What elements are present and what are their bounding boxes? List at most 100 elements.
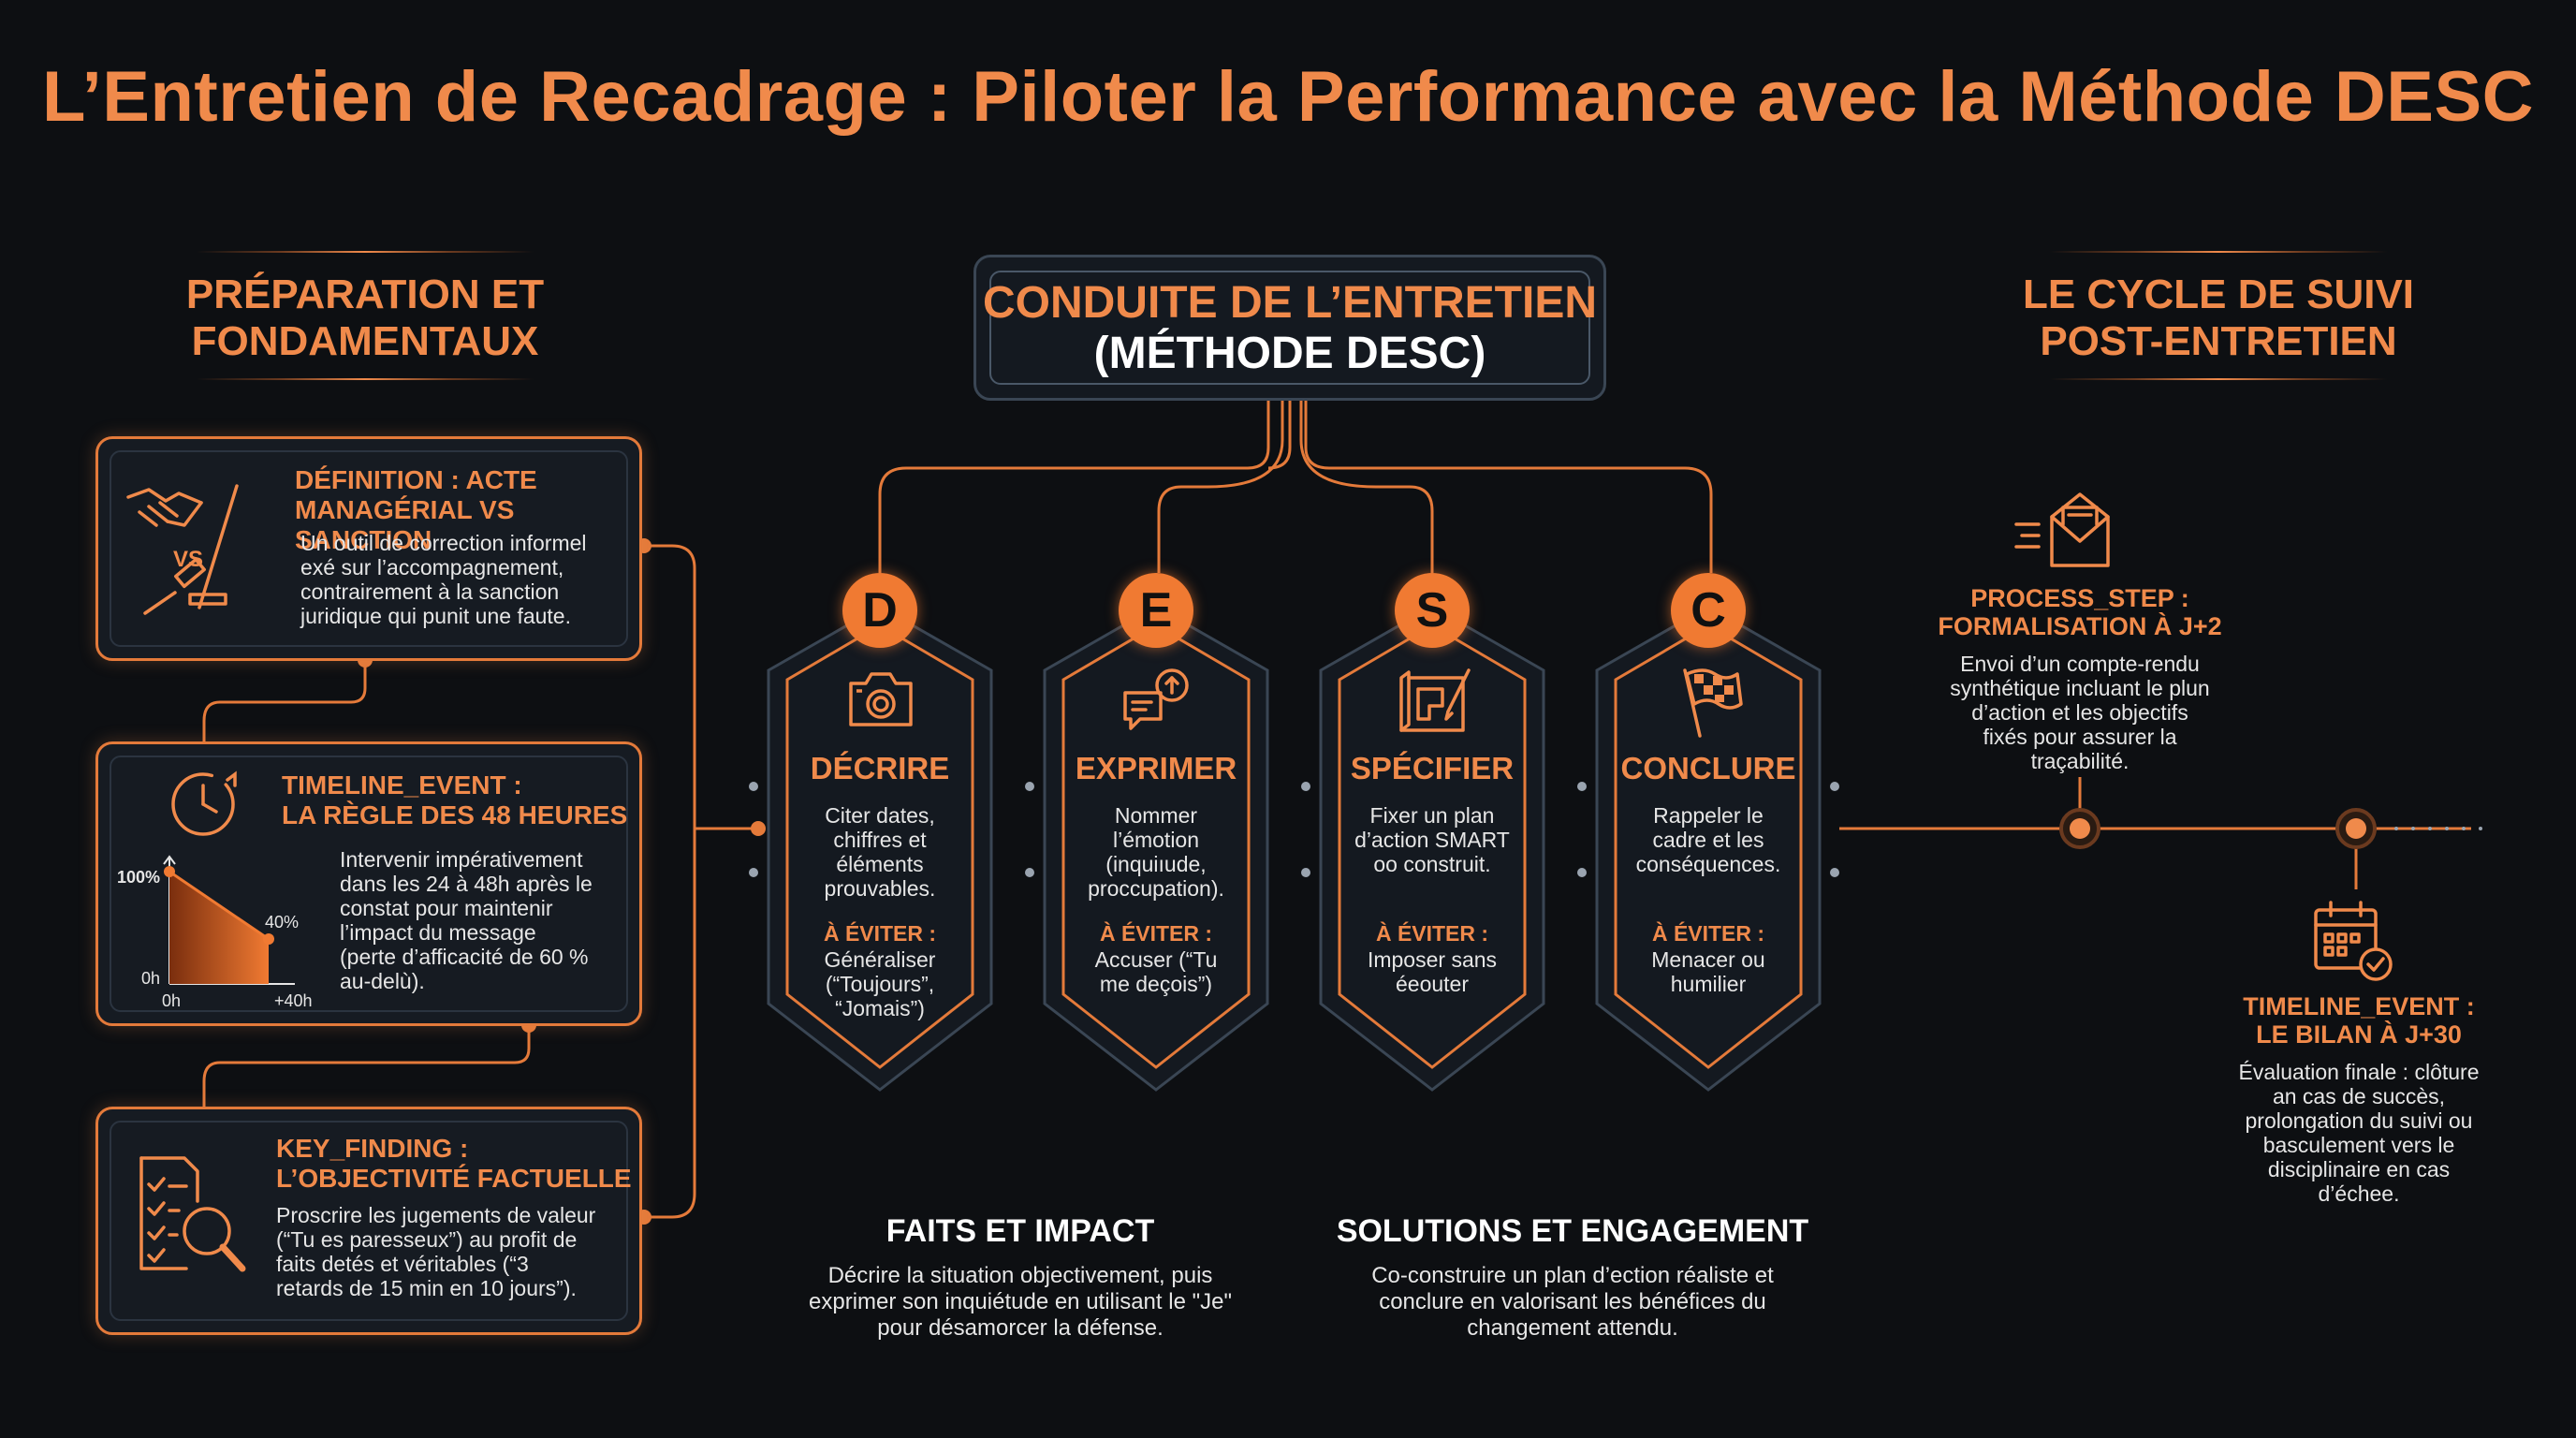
key-finding-text-line: (“Tu es paresseux”) au profit de: [276, 1227, 578, 1252]
left-header-top-line: [197, 251, 534, 253]
formalisation-text-line: fixés pour assurer la: [1983, 725, 2177, 749]
bilan-text-line: d’échee.: [2318, 1181, 2400, 1206]
bilan-text-line: disciplinaire en cas: [2267, 1157, 2451, 1181]
step-d-avoid-line: “Jomais”): [835, 996, 925, 1020]
decay-chart: 100% 40% 0h 0h +40h: [117, 855, 313, 1010]
desc-step-c: C CONCLURE Rappeler le cadre et les cons…: [1582, 573, 1835, 1097]
step-d-avoid-line: (“Toujours”,: [825, 972, 935, 996]
key-finding-title-line2: L’OBJECTIVITÉ FACTUELLE: [276, 1164, 632, 1193]
definition-text-line: Un outil de correction informel: [300, 531, 587, 555]
bilan-text: Évaluation finale : clôture an cas de su…: [2181, 1060, 2537, 1206]
step-d-avoid-text: Généraliser (“Toujours”, “Jomais”): [772, 947, 988, 1020]
definition-card: VS DÉFINITION : ACTE MANAGÉRIAL VS SANCT…: [95, 436, 642, 661]
decay-point-start: [164, 866, 175, 877]
y-tick-label: 0h: [141, 969, 160, 988]
checkered-flag-icon: [1683, 668, 1743, 738]
step-s-avoid-text: Imposer sans éeouter: [1325, 947, 1540, 996]
right-header-line1: LE CYCLE DE SUIVI: [2022, 271, 2415, 317]
step-e-text-line: (inquiıude,: [1105, 852, 1207, 876]
vs-label: VS: [173, 547, 203, 572]
step-e-avoid-line: me deçois”): [1099, 972, 1213, 996]
step-e-avoid-text: Accuser (“Tu me deçois”): [1048, 947, 1264, 996]
formalisation-text-line: synthétique incluant le plun: [1950, 676, 2210, 700]
step-s-text-line: d’action SMART: [1354, 828, 1510, 852]
handshake-gavel-icon: VS: [126, 484, 239, 615]
step-e-text-line: proccupation).: [1088, 876, 1224, 901]
step-e-text-line: Nommer: [1114, 803, 1198, 828]
key-finding-title: KEY_FINDING : L’OBJECTIVITÉ FACTUELLE: [276, 1134, 632, 1194]
step-e-title: EXPRIMER: [1075, 751, 1237, 785]
step-d-avoid-label: À ÉVITER :: [823, 921, 937, 946]
step-e-hexagon-frame: [1043, 605, 1269, 1092]
desc-step-e: E EXPRIMER Nommer l’émotion (inquiıude, …: [1030, 573, 1282, 1097]
step-c-text-line: cadre et les: [1652, 828, 1764, 852]
key-finding-title-line1: KEY_FINDING :: [276, 1134, 469, 1163]
formalisation-text-line: d’action et les objectifs: [1971, 700, 2188, 725]
main-title: L’Entretien de Recadrage : Piloter la Pe…: [41, 57, 2535, 137]
step-d-title: DÉCRIRE: [810, 751, 950, 785]
step-d-letter: D: [842, 573, 917, 648]
timeline-text-line: l’impact du message: [340, 920, 536, 945]
step-e-text: Nommer l’émotion (inquiıude, proccupatio…: [1048, 803, 1264, 901]
faits-text-line: pour désamorcer la défense.: [877, 1315, 1164, 1341]
timeline-text-line: Intervenir impérativement: [340, 847, 583, 872]
timeline-text-line: (perte d’afficacité de 60 %: [340, 945, 589, 969]
definition-card-title: DÉFINITION : ACTE MANAGÉRIAL VS SANCTION: [295, 465, 632, 555]
timeline-card-text: Intervenir impérativement dans les 24 à …: [340, 847, 630, 993]
bilan-text-line: basculement vers le: [2262, 1133, 2455, 1157]
solutions-engagement-text: Co-construire un plan d’ection réaliste …: [1310, 1263, 1835, 1342]
desc-step-s: S SPÉCIFIER Fixer un plan d’action SMART…: [1306, 573, 1559, 1097]
faits-et-impact-title: FAITS ET IMPACT: [886, 1213, 1155, 1249]
key-finding-text-line: faits detés et véritables (“3: [276, 1252, 529, 1276]
step-c-avoid-text: Menacer ou humilier: [1601, 947, 1816, 996]
definition-title-line2: MANAGÉRIAL VS SANCTION: [295, 495, 515, 554]
left-header-line2: FONDAMENTAUX: [191, 318, 539, 364]
definition-text-line: juridique qui punit une faute.: [300, 604, 571, 628]
step-c-avoid-label: À ÉVITER :: [1651, 921, 1765, 946]
center-header-line2: (MÉTHODE DESC): [1093, 329, 1486, 378]
decay-line: [168, 870, 270, 941]
timeline-text-line: dans les 24 à 48h après le: [340, 872, 593, 896]
envelope-icon: [2014, 492, 2110, 567]
formalisation-text: Envoi d’un compte-rendu synthétique incl…: [1883, 652, 2276, 773]
solutions-engagement-title: SOLUTIONS ET ENGAGEMENT: [1336, 1213, 1809, 1249]
x-tick-label-start: 0h: [162, 991, 181, 1010]
definition-title-line1: DÉFINITION : ACTE: [295, 465, 537, 494]
left-header-line1: PRÉPARATION ET: [185, 271, 545, 317]
step-d-text-line: chiffres et: [833, 828, 927, 852]
solutions-text-line: changement attendu.: [1467, 1315, 1678, 1341]
definition-text-line: exé sur l’accompagnement,: [300, 555, 564, 580]
point-label-end: 40%: [265, 913, 299, 932]
step-c-avoid-line: Menacer ou: [1651, 947, 1765, 972]
left-column-header: PRÉPARATION ET FONDAMENTAUX: [150, 271, 580, 365]
formalisation-title-line1: PROCESS_STEP :: [1970, 584, 2189, 612]
step-c-text-line: Rappeler le: [1653, 803, 1764, 828]
definition-text-line: contrairement à la sanction: [300, 580, 560, 604]
step-e-avoid-label: À ÉVITER :: [1099, 921, 1213, 946]
step-c-avoid-line: humilier: [1670, 972, 1747, 996]
center-header-box: CONDUITE DE L’ENTRETIEN (MÉTHODE DESC): [973, 255, 1606, 401]
speech-bubbles-icon: [1123, 668, 1189, 730]
step-s-avoid-line: Imposer sans: [1367, 947, 1498, 972]
desc-step-d: D DÉCRIRE Citer dates, chiffres et éléme…: [754, 573, 1006, 1097]
step-e-avoid-line: Accuser (“Tu: [1094, 947, 1218, 972]
bilan-text-line: Évaluation finale : clôture: [2238, 1060, 2480, 1084]
step-c-text: Rappeler le cadre et les conséquences.: [1601, 803, 1816, 876]
x-tick-label-end: +40h: [274, 991, 313, 1010]
bilan-title-line1: TIMELINE_EVENT :: [2243, 992, 2475, 1020]
step-c-hexagon-frame: [1595, 605, 1822, 1092]
step-e-letter: E: [1119, 573, 1193, 648]
bilan-title: TIMELINE_EVENT : LE BILAN À J+30: [2181, 992, 2537, 1049]
timeline-text-line: au-delù).: [340, 969, 425, 993]
timeline-card-title: TIMELINE_EVENT : LA RÈGLE DES 48 HEURES: [282, 770, 628, 830]
formalisation-text-line: Envoi d’un compte-rendu: [1960, 652, 2200, 676]
center-header-line1: CONDUITE DE L’ENTRETIEN: [982, 278, 1598, 328]
step-s-letter: S: [1395, 573, 1470, 648]
step-c-title: CONCLURE: [1620, 751, 1796, 785]
step-s-text: Fixer un plan d’action SMART oo construi…: [1325, 803, 1540, 876]
checklist-magnifier-icon: [139, 1156, 246, 1272]
key-finding-text: Proscrire les jugements de valeur (“Tu e…: [276, 1203, 632, 1300]
step-d-text-line: éléments: [836, 852, 924, 876]
definition-card-text: Un outil de correction informel exé sur …: [300, 531, 628, 628]
solutions-engagement-block: SOLUTIONS ET ENGAGEMENT Co-construire un…: [1310, 1213, 1835, 1342]
